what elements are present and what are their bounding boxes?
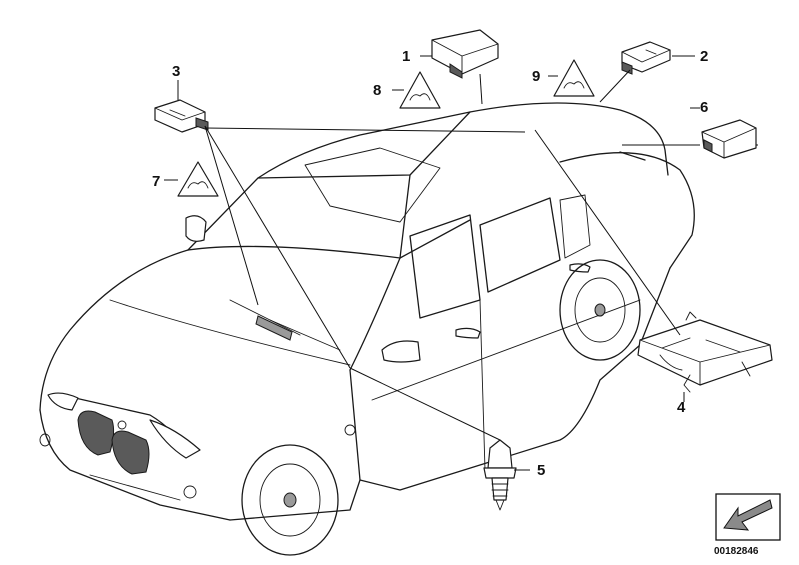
callout-1: 1 [402, 48, 410, 65]
callout-6: 6 [700, 99, 708, 116]
callout-4: 4 [677, 399, 686, 416]
callout-9: 9 [532, 68, 540, 85]
leader-lines [164, 55, 758, 471]
callout-2: 2 [700, 48, 708, 65]
part-5-clip [483, 439, 517, 511]
part-8-warning-label [399, 71, 441, 109]
diagram-code: 00182846 [714, 546, 759, 557]
arrow-icon [715, 493, 781, 541]
part-6-bracket [701, 119, 757, 159]
part-7-warning-label [177, 161, 219, 197]
part-2-sensor [621, 41, 671, 75]
callout-7: 7 [152, 173, 160, 190]
part-9-warning-label [553, 59, 595, 97]
part-1-control-unit [431, 29, 499, 79]
callout-5: 5 [537, 462, 545, 479]
callout-3: 3 [172, 63, 180, 80]
callout-8: 8 [373, 82, 381, 99]
part-4-bracket [637, 311, 773, 393]
callout-labels: 1 2 3 4 5 6 7 8 9 [152, 48, 708, 479]
part-3-sensor [154, 99, 209, 133]
car-illustration [39, 102, 695, 556]
